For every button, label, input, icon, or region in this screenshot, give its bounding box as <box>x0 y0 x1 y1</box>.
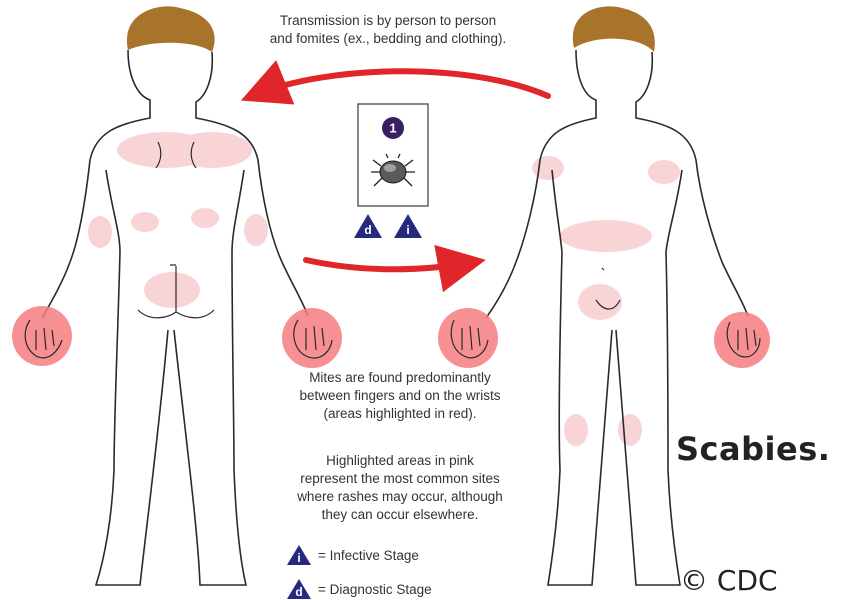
image-credit: © CDC <box>680 564 778 597</box>
legend-infective-label: = Infective Stage <box>318 548 419 563</box>
diagram-title: Scabies. <box>676 430 830 468</box>
legend-diagnostic-label: = Diagnostic Stage <box>318 582 432 597</box>
left-figure-right-hand-highlight <box>12 306 72 366</box>
transmission-arrow-top <box>252 71 548 96</box>
mites-caption: Mites are found predominantly between fi… <box>232 369 568 423</box>
right-figure-left-hand-highlight <box>714 312 770 368</box>
transmission-caption: Transmission is by person to person and … <box>200 12 576 48</box>
pink-areas-caption: Highlighted areas in pink represent the … <box>232 452 568 524</box>
legend-infective-stage: i = Infective Stage <box>286 544 419 566</box>
pink-caption-line: they can occur elsewhere. <box>232 506 568 524</box>
right-figure-hair <box>573 6 655 52</box>
pink-caption-line: Highlighted areas in pink <box>232 452 568 470</box>
legend-diagnostic-stage: d = Diagnostic Stage <box>286 578 432 600</box>
mites-caption-line: (areas highlighted in red). <box>232 405 568 423</box>
pink-caption-line: represent the most common sites <box>232 470 568 488</box>
pink-caption-line: where rashes may occur, although <box>232 488 568 506</box>
diagnostic-stage-badge: d <box>354 214 382 238</box>
stage-number: 1 <box>389 121 396 136</box>
mites-caption-line: between fingers and on the wrists <box>232 387 568 405</box>
svg-text:d: d <box>295 585 302 599</box>
diagnostic-stage-icon: d <box>286 578 312 600</box>
svg-text:i: i <box>297 551 300 565</box>
transmission-caption-line: and fomites (ex., bedding and clothing). <box>200 30 576 48</box>
left-figure-left-hand-highlight <box>282 308 342 368</box>
svg-text:i: i <box>406 223 409 237</box>
transmission-arrow-bottom <box>306 260 474 269</box>
mites-caption-line: Mites are found predominantly <box>232 369 568 387</box>
infective-stage-icon: i <box>286 544 312 566</box>
right-figure-right-hand-highlight <box>438 308 498 368</box>
transmission-caption-line: Transmission is by person to person <box>200 12 576 30</box>
infective-stage-badge: i <box>394 214 422 238</box>
svg-text:d: d <box>364 223 371 237</box>
